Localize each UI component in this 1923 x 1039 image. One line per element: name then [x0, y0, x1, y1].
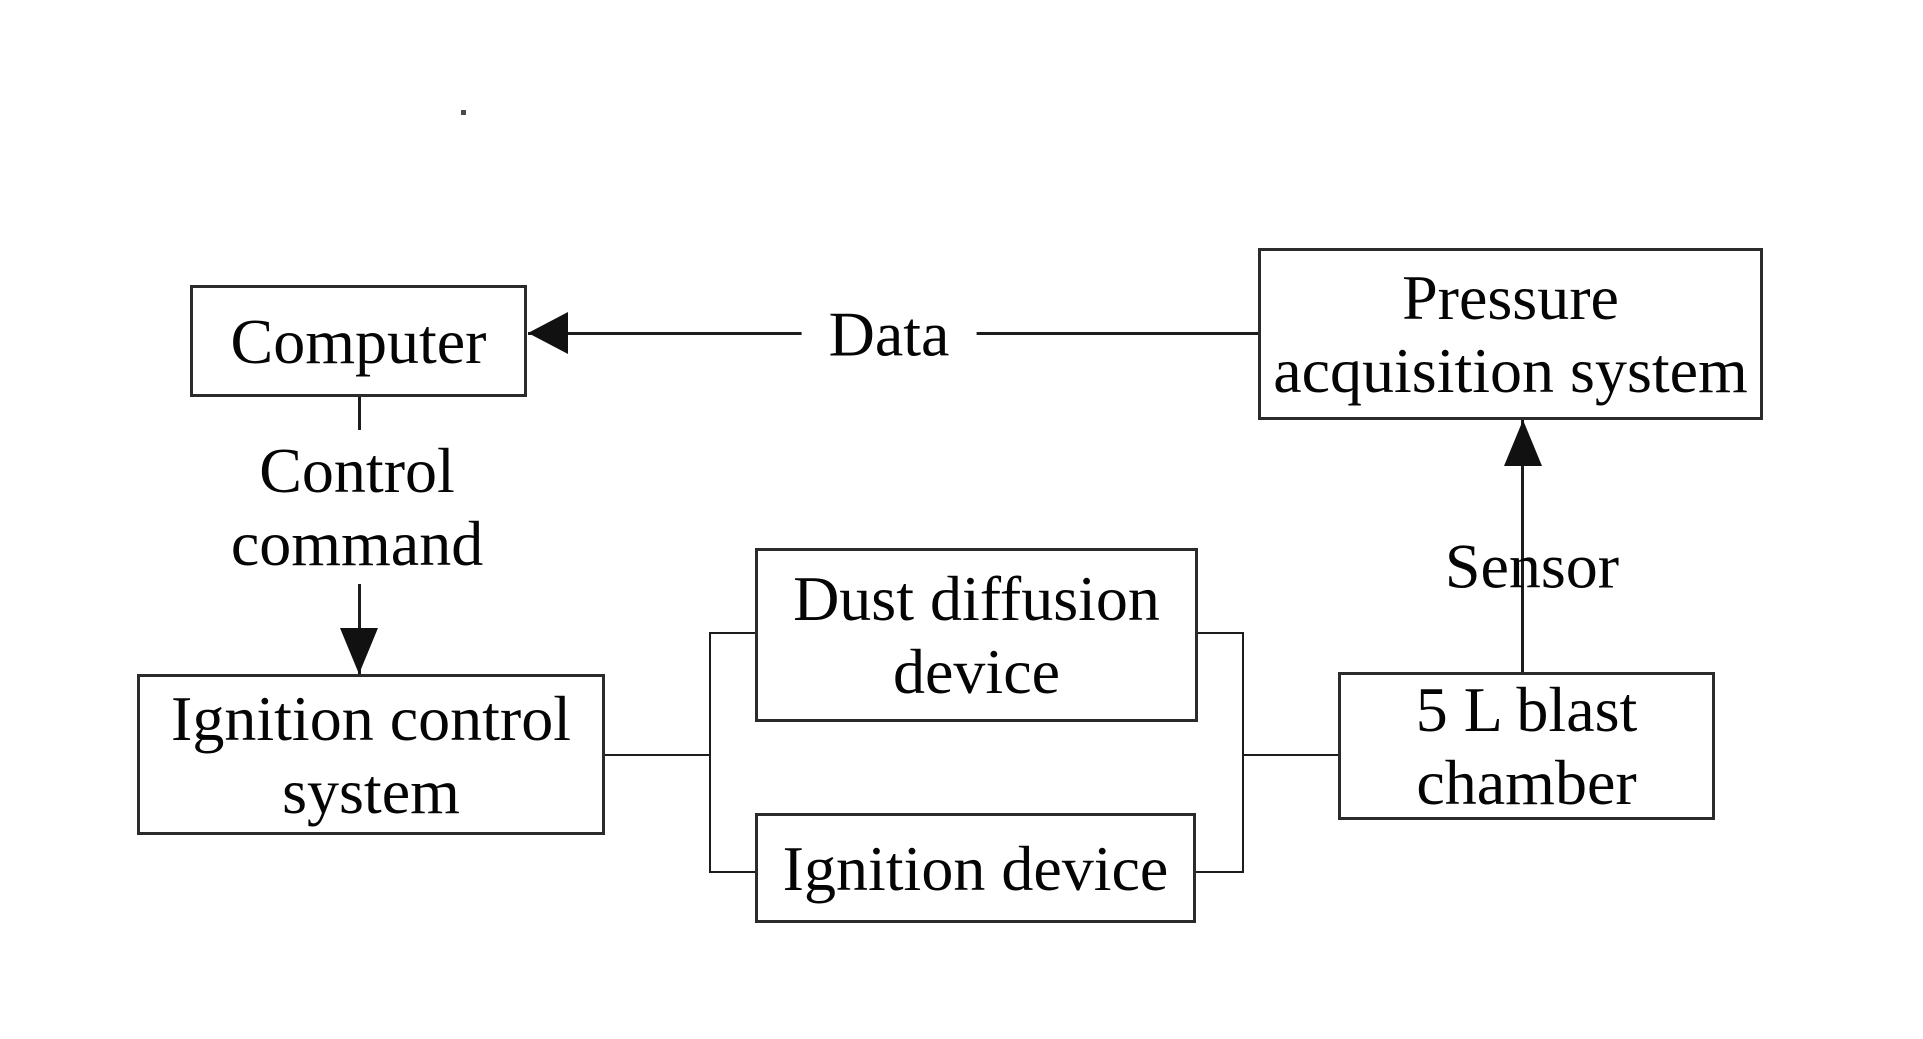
data-edge-label: Data [801, 297, 977, 371]
right-bracket-stub-from-ignition-device [1196, 871, 1244, 873]
pressure-acquisition-system-label-line-1: Pressure [1402, 262, 1619, 333]
stray-dot-artifact [461, 110, 466, 115]
arrowhead-down-icon [340, 628, 378, 674]
pressure-acquisition-system-box: Pressure acquisition system [1258, 248, 1763, 420]
right-bracket-vertical-line [1242, 632, 1244, 873]
ignition-control-system-box: Ignition control system [137, 674, 605, 835]
computer-box: Computer [190, 285, 527, 397]
ignition-control-system-label-line-2: system [282, 755, 460, 827]
sensor-edge-label: Sensor [1445, 530, 1619, 603]
control-command-label-line-1: Control [259, 435, 455, 506]
control-command-label-line-2: command [230, 508, 484, 579]
ignition-device-box-label: Ignition device [782, 832, 1169, 904]
ignition-device-box: Ignition device [755, 813, 1196, 923]
sensor-edge-label-text: Sensor [1444, 530, 1620, 602]
dust-diffusion-device-label-line-2: device [893, 636, 1060, 707]
left-bracket-stub-to-ignition-device [709, 871, 755, 873]
control-command-edge-label: Control command [218, 430, 496, 584]
pressure-acquisition-system-label-line-2: acquisition system [1273, 335, 1748, 406]
dust-diffusion-device-box: Dust diffusion device [755, 548, 1198, 722]
left-bracket-stub-to-dust-diffusion-device [709, 632, 755, 634]
blast-chamber-label-line-2: chamber [1416, 747, 1637, 818]
computer-box-label: Computer [230, 305, 487, 377]
blast-chamber-label-line-1: 5 L blast [1415, 674, 1638, 745]
right-bracket-stub-from-dust-diffusion-device [1198, 632, 1244, 634]
arrowhead-left-icon [528, 312, 568, 354]
right-bracket-stub-to-blast-chamber [1242, 754, 1338, 756]
data-edge-label-text: Data [828, 298, 950, 370]
dust-diffusion-device-label-line-1: Dust diffusion [793, 563, 1160, 634]
blast-chamber-box: 5 L blast chamber [1338, 672, 1715, 820]
left-bracket-stub-from-ignition-control-system [605, 754, 710, 756]
left-bracket-vertical-line [709, 632, 711, 873]
sensor-connector-line [1521, 420, 1524, 672]
arrowhead-up-icon [1504, 420, 1542, 466]
ignition-control-system-label-line-1: Ignition control [171, 682, 571, 754]
